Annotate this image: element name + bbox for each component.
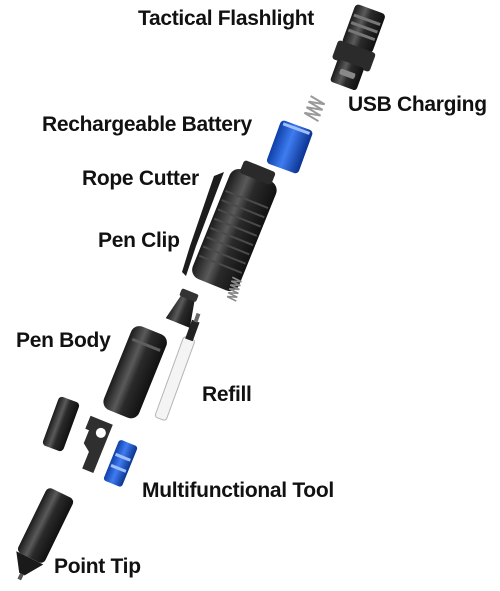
label-rechargeable-battery: Rechargeable Battery (42, 113, 252, 136)
cone-connector (165, 288, 199, 328)
multitool (82, 415, 113, 473)
spring-top (303, 95, 326, 123)
label-refill: Refill (202, 383, 252, 406)
battery (266, 120, 313, 174)
point-tip-part (16, 488, 74, 581)
label-rope-cutter: Rope Cutter (82, 167, 199, 190)
label-pen-body: Pen Body (16, 329, 111, 352)
label-multifunctional-tool: Multifunctional Tool (142, 479, 334, 502)
label-tactical-flashlight: Tactical Flashlight (138, 7, 314, 30)
pen-clip (182, 172, 224, 276)
blue-bit (103, 440, 138, 487)
pen-body (103, 326, 167, 419)
grip-barrel (192, 160, 277, 292)
spring-refill (226, 276, 242, 302)
flashlight-head (330, 4, 385, 90)
end-cap (42, 396, 80, 452)
label-pen-clip: Pen Clip (98, 229, 180, 252)
refill (154, 312, 201, 421)
label-point-tip: Point Tip (54, 555, 141, 578)
label-usb-charging: USB Charging (348, 93, 487, 116)
